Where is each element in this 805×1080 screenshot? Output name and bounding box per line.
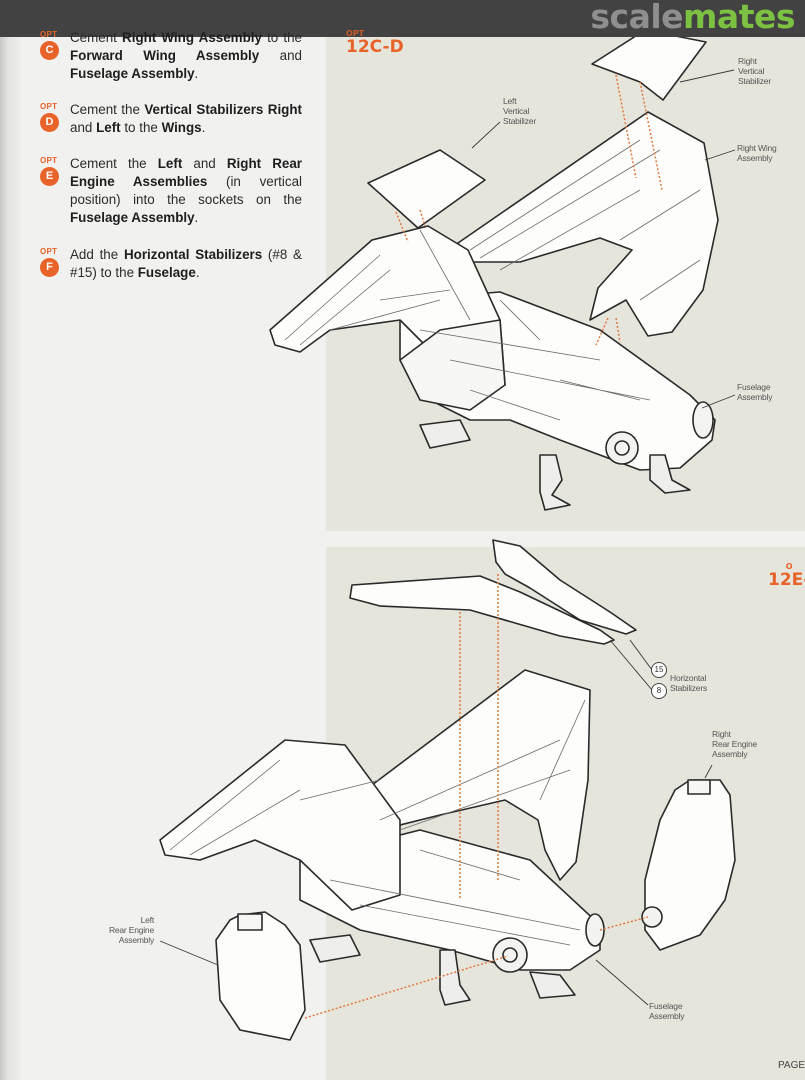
step-text: Cement the Vertical Stabilizers Right an… — [70, 101, 302, 137]
guide-line — [615, 74, 637, 179]
leader-line — [629, 639, 653, 671]
left-rear-engine-part — [215, 911, 306, 1041]
opt-label: OPT — [40, 247, 58, 256]
horizontal-stabilizer-8-part — [349, 575, 615, 645]
guide-line — [419, 209, 426, 227]
opt-label: OPT — [40, 156, 58, 165]
step-text-segment: . — [195, 265, 200, 280]
step-text-segment: Cement the — [70, 156, 158, 171]
bold-part-name: Vertical Stabilizers Right — [144, 102, 302, 117]
step-text-segment: Cement — [70, 30, 123, 45]
step-letter-badge: F — [40, 258, 59, 277]
step-text-segment: to the — [261, 30, 302, 45]
step-text: Add the Horizontal Stabilizers (#8 & #15… — [70, 246, 302, 282]
bold-part-name: Horizontal Stabilizers — [123, 247, 263, 262]
right-rear-engine-part — [644, 779, 736, 951]
right-vertical-stabilizer-part — [591, 29, 707, 101]
bold-part-name: Fuselage Assembly — [70, 210, 195, 225]
logo-text-scale: scale — [590, 0, 684, 36]
guide-line — [595, 317, 609, 346]
callout-right-vertical-stabilizer: Right Vertical Stabilizer — [738, 56, 771, 86]
step-text-segment: to the — [120, 120, 162, 135]
opt-label: O — [785, 562, 793, 571]
step-text-segment: and — [259, 48, 302, 63]
instruction-step-d: OPT D Cement the Vertical Stabilizers Ri… — [40, 101, 302, 137]
instruction-step-f: OPT F Add the Horizontal Stabilizers (#8… — [40, 246, 302, 282]
callout-fuselage-assembly-bottom: Fuselage Assembly — [649, 1001, 685, 1021]
step-text-segment: (#8 & #15) to the — [70, 247, 302, 280]
left-vertical-stabilizer-part — [367, 149, 486, 229]
part-number-8: 8 — [651, 683, 667, 699]
callout-right-rear-engine-assembly: Right Rear Engine Assembly — [712, 729, 758, 759]
opt-label: OPT — [40, 102, 58, 111]
instruction-step-c: OPT C Cement Right Wing Assembly to the … — [40, 29, 302, 83]
step-text-segment: Add the — [70, 247, 124, 262]
logo-text-mates: mates — [683, 0, 795, 36]
page-number-label: PAGE — [778, 1060, 805, 1071]
part-number-15: 15 — [651, 662, 667, 678]
leader-line — [609, 639, 653, 691]
bold-part-name: Fuselage Assembly — [70, 66, 195, 81]
right-wing-assembly-part — [457, 111, 719, 337]
step-text-segment: . — [194, 66, 199, 81]
guide-line — [395, 211, 409, 243]
step-letter-badge: D — [40, 113, 59, 132]
scalemates-logo[interactable]: scalemates — [590, 0, 795, 37]
step-letter-badge: C — [40, 41, 59, 60]
leader-line — [595, 959, 649, 1006]
guide-line — [304, 955, 509, 1019]
diagram-title-12e: O 12E- — [768, 562, 805, 590]
guide-line — [599, 916, 649, 931]
callout-left-rear-engine-assembly: Left Rear Engine Assembly — [108, 915, 154, 945]
step-number: 12E- — [768, 570, 805, 590]
opt-label: OPT — [40, 30, 58, 39]
instruction-step-e: OPT E Cement the Left and Right Rear Eng… — [40, 155, 302, 227]
leader-line — [704, 149, 736, 161]
bold-part-name: Wings — [161, 120, 202, 135]
bold-part-name: Left — [96, 120, 121, 135]
callout-right-wing-assembly: Right Wing Assembly — [737, 143, 777, 163]
step-text-segment: and — [70, 120, 97, 135]
step-text: Cement the Left and Right Rear Engine As… — [70, 155, 302, 227]
horizontal-stabilizer-15-part — [492, 539, 637, 635]
callout-horizontal-stabilizers: Horizontal Stabilizers — [670, 673, 708, 693]
bold-part-name: Right Rear Engine Assemblies — [70, 156, 302, 189]
landing-gear-part — [539, 454, 571, 511]
step-text-segment: . — [194, 210, 199, 225]
step-number: 12C-D — [346, 37, 404, 57]
leader-line — [159, 940, 219, 966]
step-text-segment: (in vertical position) into the sockets … — [70, 174, 302, 207]
diagram-title-12c-d: OPT 12C-D — [346, 29, 404, 57]
leader-line — [704, 764, 713, 779]
step-text-segment: Cement the — [70, 102, 145, 117]
bold-part-name: Forward Wing Assembly — [70, 48, 260, 63]
bold-part-name: Left — [157, 156, 183, 171]
step-text-segment: and — [182, 156, 227, 171]
step-text: Cement Right Wing Assembly to the Forwar… — [70, 29, 302, 83]
scalemates-watermark-banner: scalemates — [0, 0, 805, 37]
opt-label: OPT — [346, 29, 365, 38]
callout-left-vertical-stabilizer: Left Vertical Stabilizer — [503, 96, 536, 126]
leader-line — [701, 394, 736, 409]
leader-line — [471, 121, 501, 149]
page-binding-shadow — [0, 0, 22, 1080]
callout-fuselage-assembly: Fuselage Assembly — [737, 382, 773, 402]
bold-part-name: Fuselage — [137, 265, 196, 280]
step-letter-badge: E — [40, 167, 59, 186]
leader-line — [679, 69, 735, 83]
bold-part-name: Right Wing Assembly — [122, 30, 262, 45]
step-text-segment: . — [201, 120, 206, 135]
guide-line — [615, 317, 621, 343]
